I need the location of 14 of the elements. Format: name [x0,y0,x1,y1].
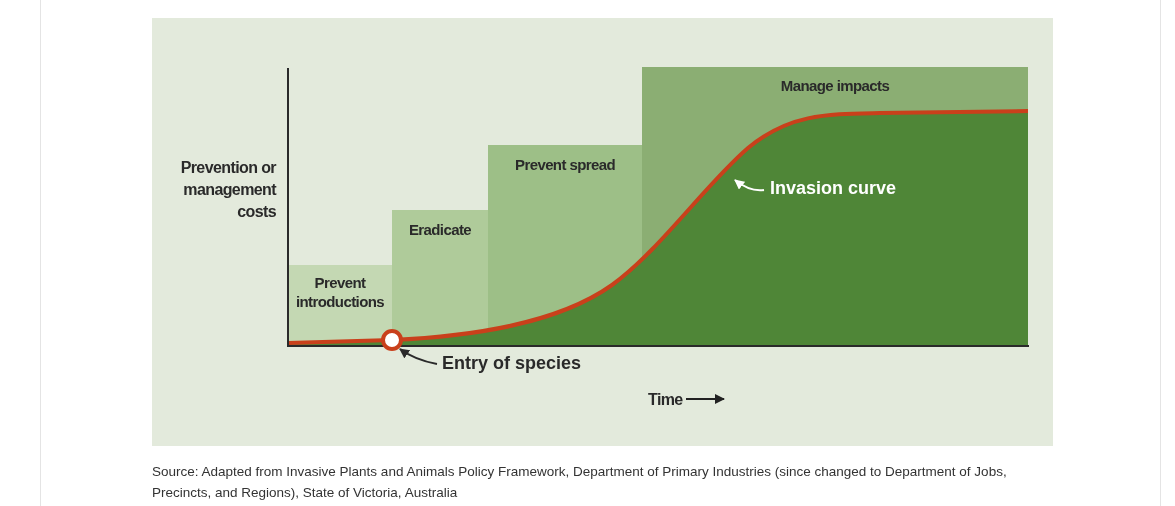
stage-label: Eradicate [407,220,473,239]
leader-line [399,348,438,365]
invasion-curve [287,109,1029,345]
stage-label: Prevent spread [514,155,616,174]
callout-text: Invasion curve [770,178,897,199]
source-caption: Source: Adapted from Invasive Plants and Animals Policy Framework, Department of Primary Industries (since changed to Department of Jobs, Precincts, and Regions), State of Victoria, Australia [152,463,1008,502]
callout-text: Entry of species [442,353,582,374]
axis-label: Prevention or management costs [179,158,276,222]
leader-line [734,179,765,192]
entry-point-marker [381,329,403,351]
axis-label: Time [648,390,684,410]
stage-label: Manage impacts [779,76,891,95]
stage-band [642,67,1028,345]
stage-label: Prevent introductions [295,273,385,311]
